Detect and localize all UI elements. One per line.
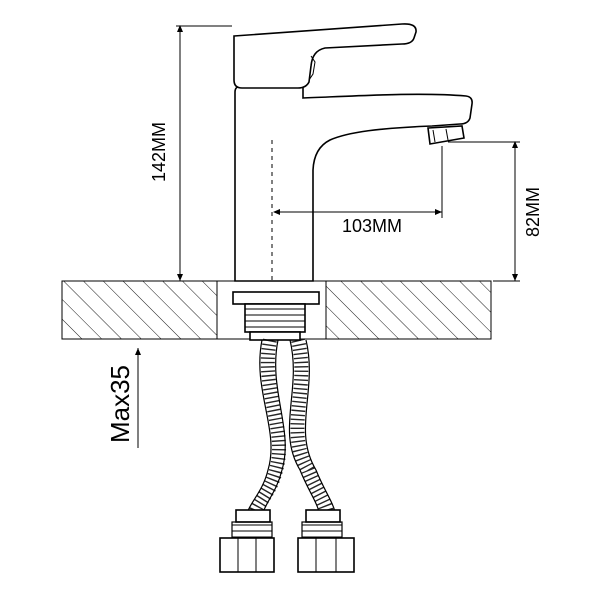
lever-handle: [233, 23, 417, 89]
label-max-thickness: Max35: [105, 365, 135, 443]
hose-right: [288, 338, 337, 521]
fitting-right: [297, 509, 355, 573]
dimension-total-height: 142MM: [149, 25, 232, 282]
dimension-spout-reach: 103MM: [273, 146, 443, 236]
label-spout-height: 82MM: [523, 187, 543, 237]
label-total-height: 142MM: [149, 122, 169, 182]
fitting-left: [219, 509, 275, 573]
mounting-shank: [232, 291, 320, 341]
faucet-body: [234, 85, 473, 282]
dimension-spout-height: 82MM: [448, 141, 543, 282]
dimension-max-thickness: Max35: [105, 348, 141, 448]
hose-left: [245, 338, 287, 521]
label-spout-reach: 103MM: [342, 216, 402, 236]
